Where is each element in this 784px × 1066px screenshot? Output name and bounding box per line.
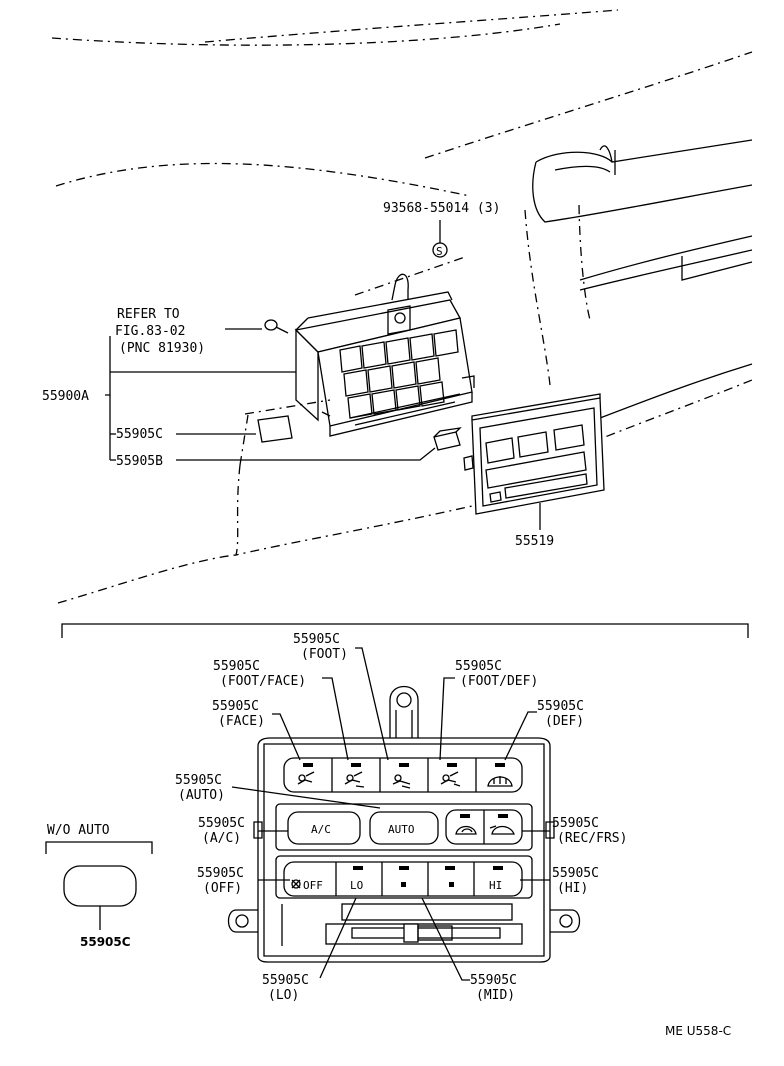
- console-structure: [532, 139, 753, 419]
- reference-code: ME U558-C: [665, 1024, 731, 1038]
- def-part-label: 55905C: [537, 699, 584, 714]
- auto-button-label: AUTO: [388, 823, 415, 836]
- knob-b-label: 55905B: [116, 454, 163, 469]
- hi-button-label: HI: [489, 879, 502, 892]
- knob-b-part: [433, 427, 462, 451]
- wo-auto-part-label: 55905C: [80, 935, 131, 949]
- rec-frs-part-label: 55905C: [552, 816, 599, 831]
- fresh-air-icon: [489, 825, 515, 835]
- detail-control-panel: A/C AUTO OFF LO HI: [227, 685, 581, 963]
- hi-desc-label: (HI): [557, 881, 588, 896]
- off-part-label: 55905C: [197, 866, 244, 881]
- small-screw-icon: [264, 319, 289, 334]
- mid-dot-1: [401, 882, 406, 887]
- screw-part-label: 93568-55014 (3): [383, 201, 500, 216]
- wo-auto-title: W/O AUTO: [47, 823, 110, 838]
- mid-part-label: 55905C: [470, 973, 517, 988]
- lo-button-label: LO: [350, 879, 363, 892]
- foot-part-label: 55905C: [293, 632, 340, 647]
- foot-def-part-label: 55905C: [455, 659, 502, 674]
- refer-line-1: REFER TO: [117, 307, 180, 322]
- foot-def-desc-label: (FOOT/DEF): [460, 674, 538, 689]
- auto-part-label: 55905C: [175, 773, 222, 788]
- rec-frs-desc-label: (REC/FRS): [557, 831, 627, 846]
- foot-mode-icon: [392, 774, 411, 789]
- lo-part-label: 55905C: [262, 973, 309, 988]
- lo-desc-label: (LO): [268, 988, 299, 1003]
- ac-button-label: A/C: [311, 823, 331, 836]
- mid-desc-label: (MID): [476, 988, 515, 1003]
- auto-desc-label: (AUTO): [178, 788, 225, 803]
- bezel-panel: [463, 393, 605, 515]
- foot-desc-label: (FOOT): [301, 647, 348, 662]
- recirculation-icon: [455, 825, 477, 835]
- face-desc-label: (FACE): [218, 714, 265, 729]
- refer-line-2: FIG.83-02: [115, 324, 185, 339]
- auto-button[interactable]: [369, 811, 439, 845]
- knob-c-part: [257, 415, 293, 443]
- control-unit-assembly: [294, 273, 475, 437]
- foot-def-mode-icon: [440, 771, 461, 787]
- foot-face-desc-label: (FOOT/FACE): [220, 674, 306, 689]
- off-button-label: OFF: [303, 879, 323, 892]
- face-mode-icon: [297, 771, 315, 785]
- screw-symbol: S: [432, 242, 448, 258]
- ac-button[interactable]: [287, 811, 361, 845]
- defrost-mode-icon: [487, 776, 513, 787]
- detail-bracket: [61, 623, 749, 638]
- face-part-label: 55905C: [212, 699, 259, 714]
- assy-part-label: 55900A: [42, 389, 89, 404]
- foot-face-mode-icon: [344, 771, 365, 788]
- knob-c-label: 55905C: [116, 427, 163, 442]
- dashboard-outline: [51, 9, 753, 604]
- off-desc-label: (OFF): [203, 881, 242, 896]
- hi-part-label: 55905C: [552, 866, 599, 881]
- def-desc-label: (DEF): [545, 714, 584, 729]
- wo-auto-knob: [63, 865, 137, 907]
- wo-auto-bracket: [45, 841, 153, 854]
- screw-symbol-letter: S: [436, 245, 443, 258]
- foot-face-part-label: 55905C: [213, 659, 260, 674]
- ac-desc-label: (A/C): [202, 831, 241, 846]
- refer-line-3: (PNC 81930): [119, 341, 205, 356]
- panel-part-label: 55519: [515, 534, 554, 549]
- ac-part-label: 55905C: [198, 816, 245, 831]
- mid-dot-2: [449, 882, 454, 887]
- fan-icon: [291, 879, 301, 889]
